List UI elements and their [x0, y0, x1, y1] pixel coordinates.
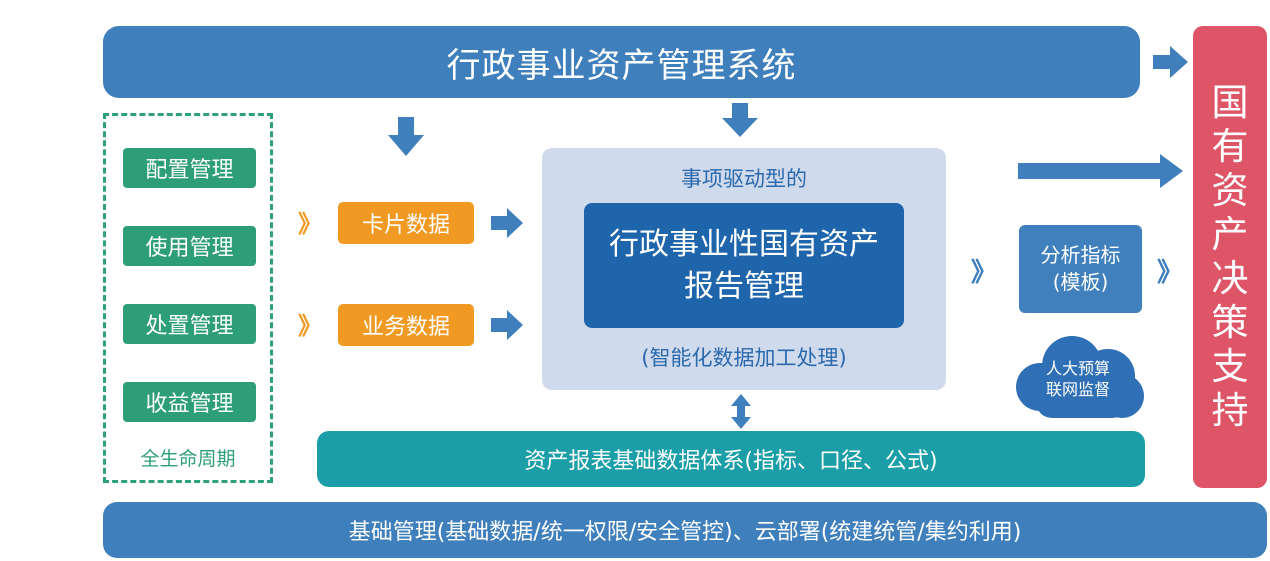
cloud-icon: [1016, 336, 1144, 418]
system-title-bar: 行政事业资产管理系统: [103, 26, 1140, 98]
cloud-line: 联网监督: [1045, 380, 1110, 399]
arrow-right-icon: [491, 310, 523, 340]
panel-title-line: 行政事业性国有资产: [609, 226, 879, 262]
decision-char: 持: [1211, 389, 1249, 432]
lifecycle-item-label: 处置管理: [145, 314, 234, 339]
lifecycle-item-revenue: 收益管理: [123, 382, 256, 422]
decision-support-column: 国 有 资 产 决 策 支 持: [1193, 26, 1267, 488]
arrow-down-icon: [722, 103, 758, 137]
base-data-system-bar: 资产报表基础数据体系(指标、口径、公式): [317, 431, 1145, 487]
decision-char: 支: [1211, 345, 1249, 388]
cloud-line: 人大预算: [1045, 359, 1110, 378]
lifecycle-item-label: 配置管理: [145, 158, 234, 183]
lifecycle-label: 全生命周期: [140, 447, 236, 470]
lifecycle-item-use: 使用管理: [123, 226, 256, 266]
panel-subtitle: 事项驱动型的: [681, 167, 807, 191]
chevron-right-icon: 》: [298, 311, 322, 340]
base-data-label: 资产报表基础数据体系(指标、口径、公式): [524, 449, 938, 474]
report-management-box: 行政事业性国有资产 报告管理: [584, 203, 904, 328]
card-data-label: 卡片数据: [361, 213, 450, 238]
decision-char: 产: [1211, 213, 1249, 256]
business-data-box: 业务数据: [338, 304, 474, 346]
arrow-right-icon: [491, 208, 523, 238]
arrow-updown-icon: [731, 394, 751, 429]
lifecycle-item-label: 使用管理: [145, 236, 234, 261]
card-data-box: 卡片数据: [338, 202, 474, 244]
budget-supervision-label: 人大预算 联网监督: [1010, 352, 1146, 406]
chevron-right-icon: 》: [1156, 257, 1183, 288]
arrow-right-icon: [1018, 154, 1183, 188]
arrow-right-icon: [1153, 46, 1188, 78]
business-data-label: 业务数据: [361, 315, 450, 340]
infrastructure-label: 基础管理(基础数据/统一权限/安全管控)、云部署(统建统管/集约利用): [348, 520, 1022, 545]
chevron-right-icon: 》: [298, 209, 322, 238]
decision-char: 决: [1211, 257, 1249, 300]
arrow-down-icon: [388, 117, 424, 156]
infrastructure-bar: 基础管理(基础数据/统一权限/安全管控)、云部署(统建统管/集约利用): [103, 502, 1267, 558]
lifecycle-group: [103, 113, 273, 483]
panel-title-line: 报告管理: [684, 268, 804, 304]
decision-char: 国: [1211, 81, 1249, 124]
chevron-right-icon: 》: [970, 257, 997, 288]
analysis-line: (模板): [1052, 270, 1109, 294]
decision-char: 策: [1211, 301, 1249, 344]
decision-char: 资: [1211, 169, 1249, 212]
analysis-indicator-box: 分析指标 (模板): [1019, 225, 1142, 313]
system-title: 行政事业资产管理系统: [446, 45, 797, 86]
panel-note: (智能化数据加工处理): [641, 346, 847, 370]
lifecycle-item-disposal: 处置管理: [123, 304, 256, 344]
analysis-line: 分析指标: [1040, 243, 1121, 267]
decision-char: 有: [1211, 125, 1249, 168]
lifecycle-item-label: 收益管理: [145, 392, 234, 417]
lifecycle-item-config: 配置管理: [123, 148, 256, 188]
